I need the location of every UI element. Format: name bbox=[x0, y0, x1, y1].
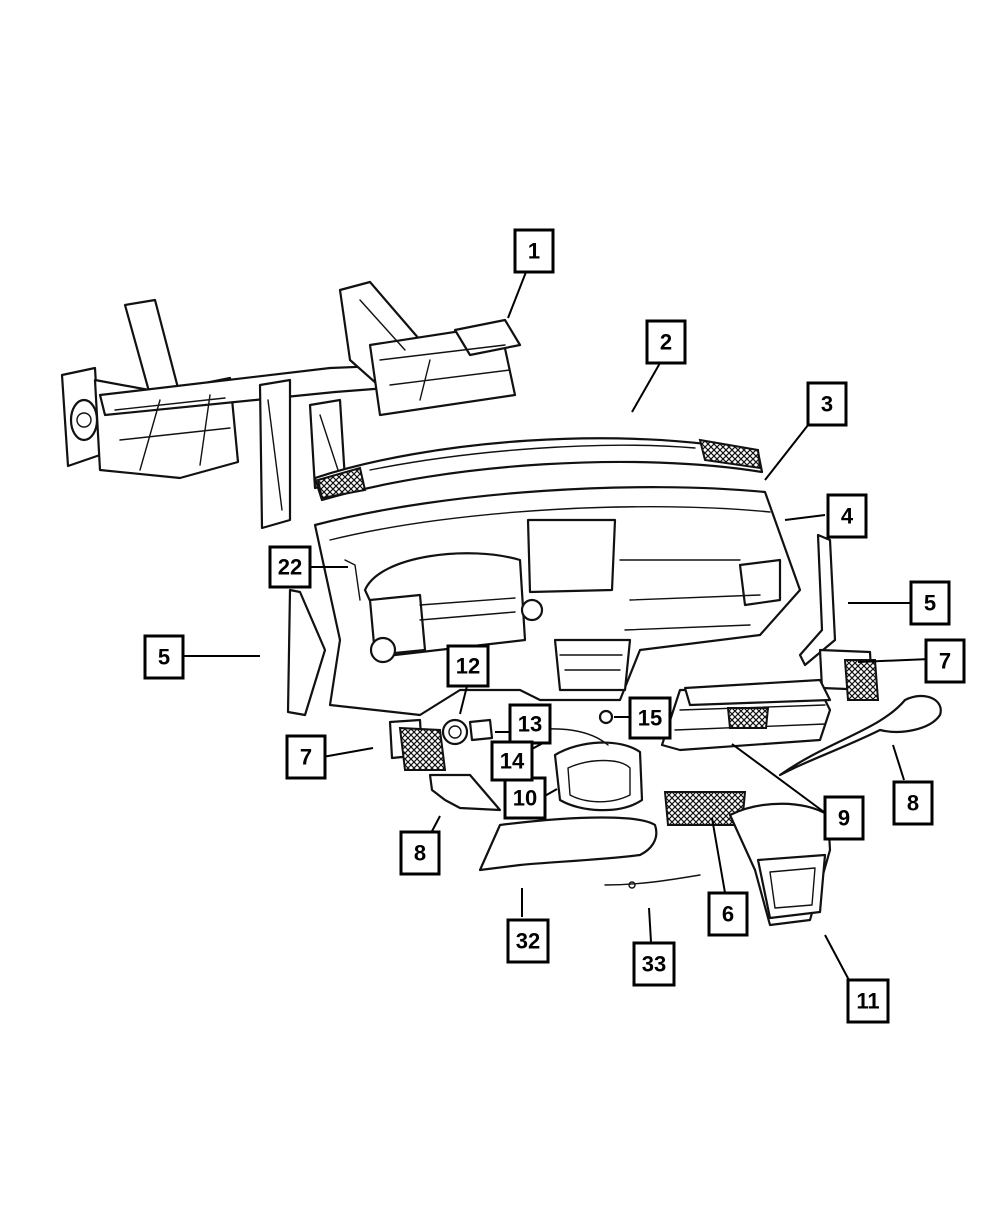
switch-bezel-square bbox=[468, 718, 494, 742]
callout-15: 15 bbox=[628, 696, 672, 740]
callout-13: 13 bbox=[508, 703, 552, 745]
cluster-bezel-trim bbox=[344, 559, 361, 601]
callout-7-left: 7 bbox=[285, 734, 327, 780]
knee-bolster bbox=[478, 816, 658, 872]
cross-car-beam bbox=[60, 280, 522, 530]
svg-text:5: 5 bbox=[158, 645, 170, 670]
plug bbox=[598, 709, 614, 725]
callout-33: 33 bbox=[632, 941, 676, 987]
center-stack-bezel bbox=[728, 802, 832, 927]
callout-2: 2 bbox=[645, 319, 687, 365]
svg-text:22: 22 bbox=[278, 555, 302, 580]
callout-1: 1 bbox=[513, 228, 555, 274]
switch-bezel-round bbox=[441, 718, 469, 746]
svg-text:4: 4 bbox=[841, 504, 854, 529]
svg-text:7: 7 bbox=[939, 649, 951, 674]
svg-text:32: 32 bbox=[516, 929, 540, 954]
wire-strip bbox=[604, 874, 701, 886]
callout-22: 22 bbox=[268, 545, 312, 589]
callout-8-right: 8 bbox=[892, 780, 934, 826]
callout-5-left: 5 bbox=[143, 634, 185, 680]
svg-text:15: 15 bbox=[638, 706, 662, 731]
svg-text:13: 13 bbox=[518, 712, 542, 737]
svg-text:14: 14 bbox=[500, 749, 525, 774]
callout-5-right: 5 bbox=[909, 580, 951, 626]
svg-text:10: 10 bbox=[513, 786, 537, 811]
right-air-outlet bbox=[818, 648, 880, 701]
svg-text:1: 1 bbox=[528, 239, 540, 264]
svg-text:11: 11 bbox=[856, 989, 879, 1014]
svg-text:8: 8 bbox=[414, 841, 426, 866]
callout-11: 11 bbox=[846, 978, 890, 1024]
svg-text:9: 9 bbox=[838, 806, 850, 831]
svg-text:5: 5 bbox=[924, 591, 936, 616]
callout-10: 10 bbox=[503, 776, 547, 820]
callout-6: 6 bbox=[707, 891, 749, 937]
instrument-panel bbox=[313, 486, 802, 717]
callout-14: 14 bbox=[490, 740, 534, 782]
glove-box bbox=[660, 678, 832, 752]
callout-7-right: 7 bbox=[924, 638, 966, 684]
svg-text:8: 8 bbox=[907, 791, 919, 816]
wire-clip bbox=[628, 881, 636, 889]
svg-text:33: 33 bbox=[642, 952, 666, 977]
svg-text:6: 6 bbox=[722, 902, 734, 927]
callout-4: 4 bbox=[826, 493, 868, 539]
callout-32: 32 bbox=[506, 918, 550, 964]
left-bezel-trim bbox=[428, 773, 502, 812]
svg-text:12: 12 bbox=[456, 654, 480, 679]
right-end-cap bbox=[798, 533, 837, 667]
parts-drawing bbox=[60, 280, 942, 927]
svg-text:3: 3 bbox=[821, 392, 833, 417]
svg-text:7: 7 bbox=[300, 745, 312, 770]
right-bezel-trim bbox=[778, 694, 942, 777]
defroster-grille bbox=[313, 437, 764, 502]
callout-3: 3 bbox=[806, 381, 848, 427]
left-air-outlet bbox=[388, 718, 447, 771]
svg-text:2: 2 bbox=[660, 330, 672, 355]
callout-8-left: 8 bbox=[399, 830, 441, 876]
cluster-bezel bbox=[553, 741, 644, 812]
callout-12: 12 bbox=[446, 644, 490, 688]
callout-9: 9 bbox=[823, 795, 865, 841]
left-end-cap bbox=[286, 588, 327, 717]
